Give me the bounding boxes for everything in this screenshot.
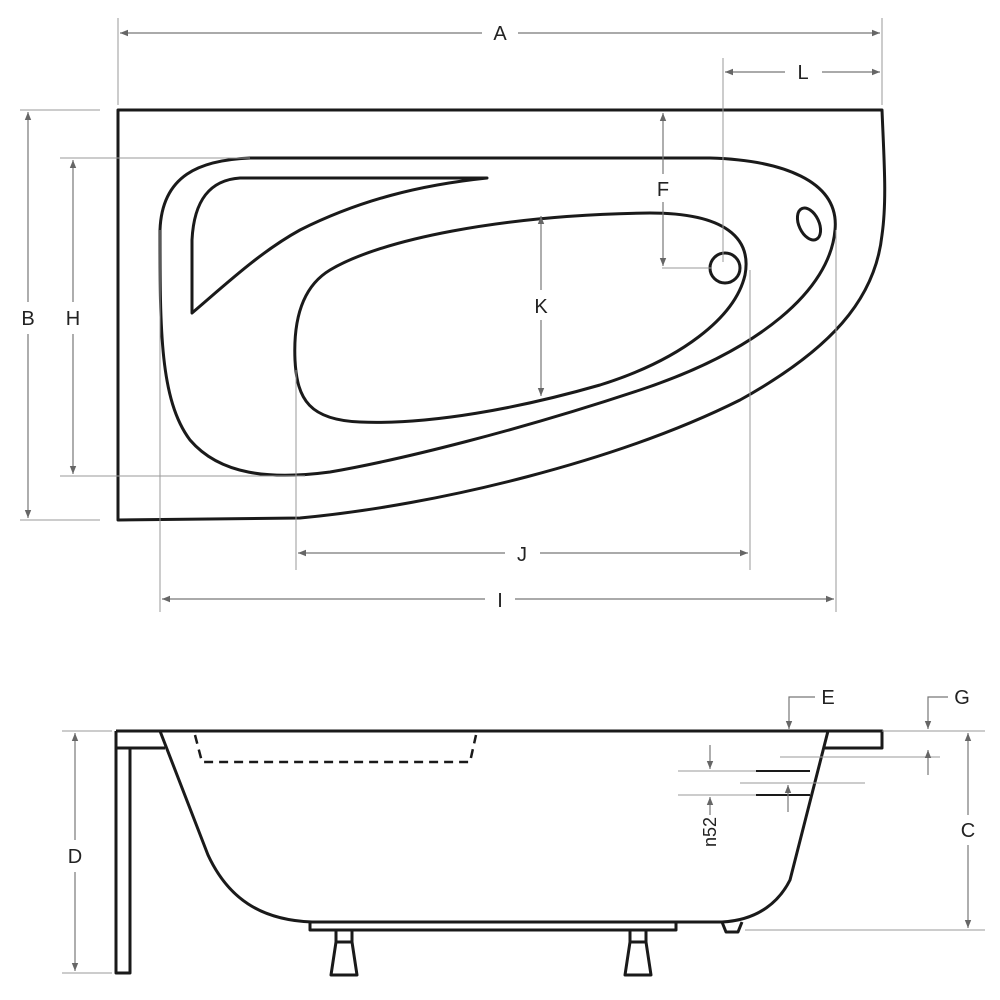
- front-panel: [114, 748, 132, 975]
- overflow-height-label: n52: [700, 817, 720, 847]
- dimension-label-e: E: [821, 687, 834, 709]
- tub-inner-rim: [158, 156, 837, 477]
- side-view: n52 D C E G: [62, 687, 985, 977]
- dimension-label-f: F: [657, 179, 669, 201]
- support-foot-left: [329, 928, 359, 977]
- headrest-hidden-line: [193, 734, 478, 764]
- drain-hole: [708, 251, 742, 285]
- top-view: A L F B H K J I: [20, 18, 887, 612]
- tub-shell-profile: [158, 730, 830, 924]
- dimension-label-l: L: [797, 62, 808, 84]
- dimension-label-a: A: [493, 23, 507, 45]
- dimension-label-c: C: [961, 820, 975, 842]
- dimension-label-h: H: [66, 308, 80, 330]
- support-foot-right: [623, 928, 653, 977]
- dimension-label-j: J: [517, 544, 527, 566]
- drain-outlet: [720, 921, 744, 934]
- overflow-hole: [795, 206, 823, 242]
- tub-basin: [293, 211, 748, 424]
- support-frame: [308, 920, 678, 932]
- dimension-label-b: B: [21, 308, 34, 330]
- dimension-label-k: K: [534, 296, 548, 318]
- side-rim: [114, 729, 884, 750]
- dimension-label-i: I: [497, 590, 503, 612]
- dimension-label-d: D: [68, 846, 82, 868]
- tub-outer-rim: [116, 108, 887, 522]
- headrest-recess: [190, 176, 489, 315]
- dimension-label-g: G: [954, 687, 970, 709]
